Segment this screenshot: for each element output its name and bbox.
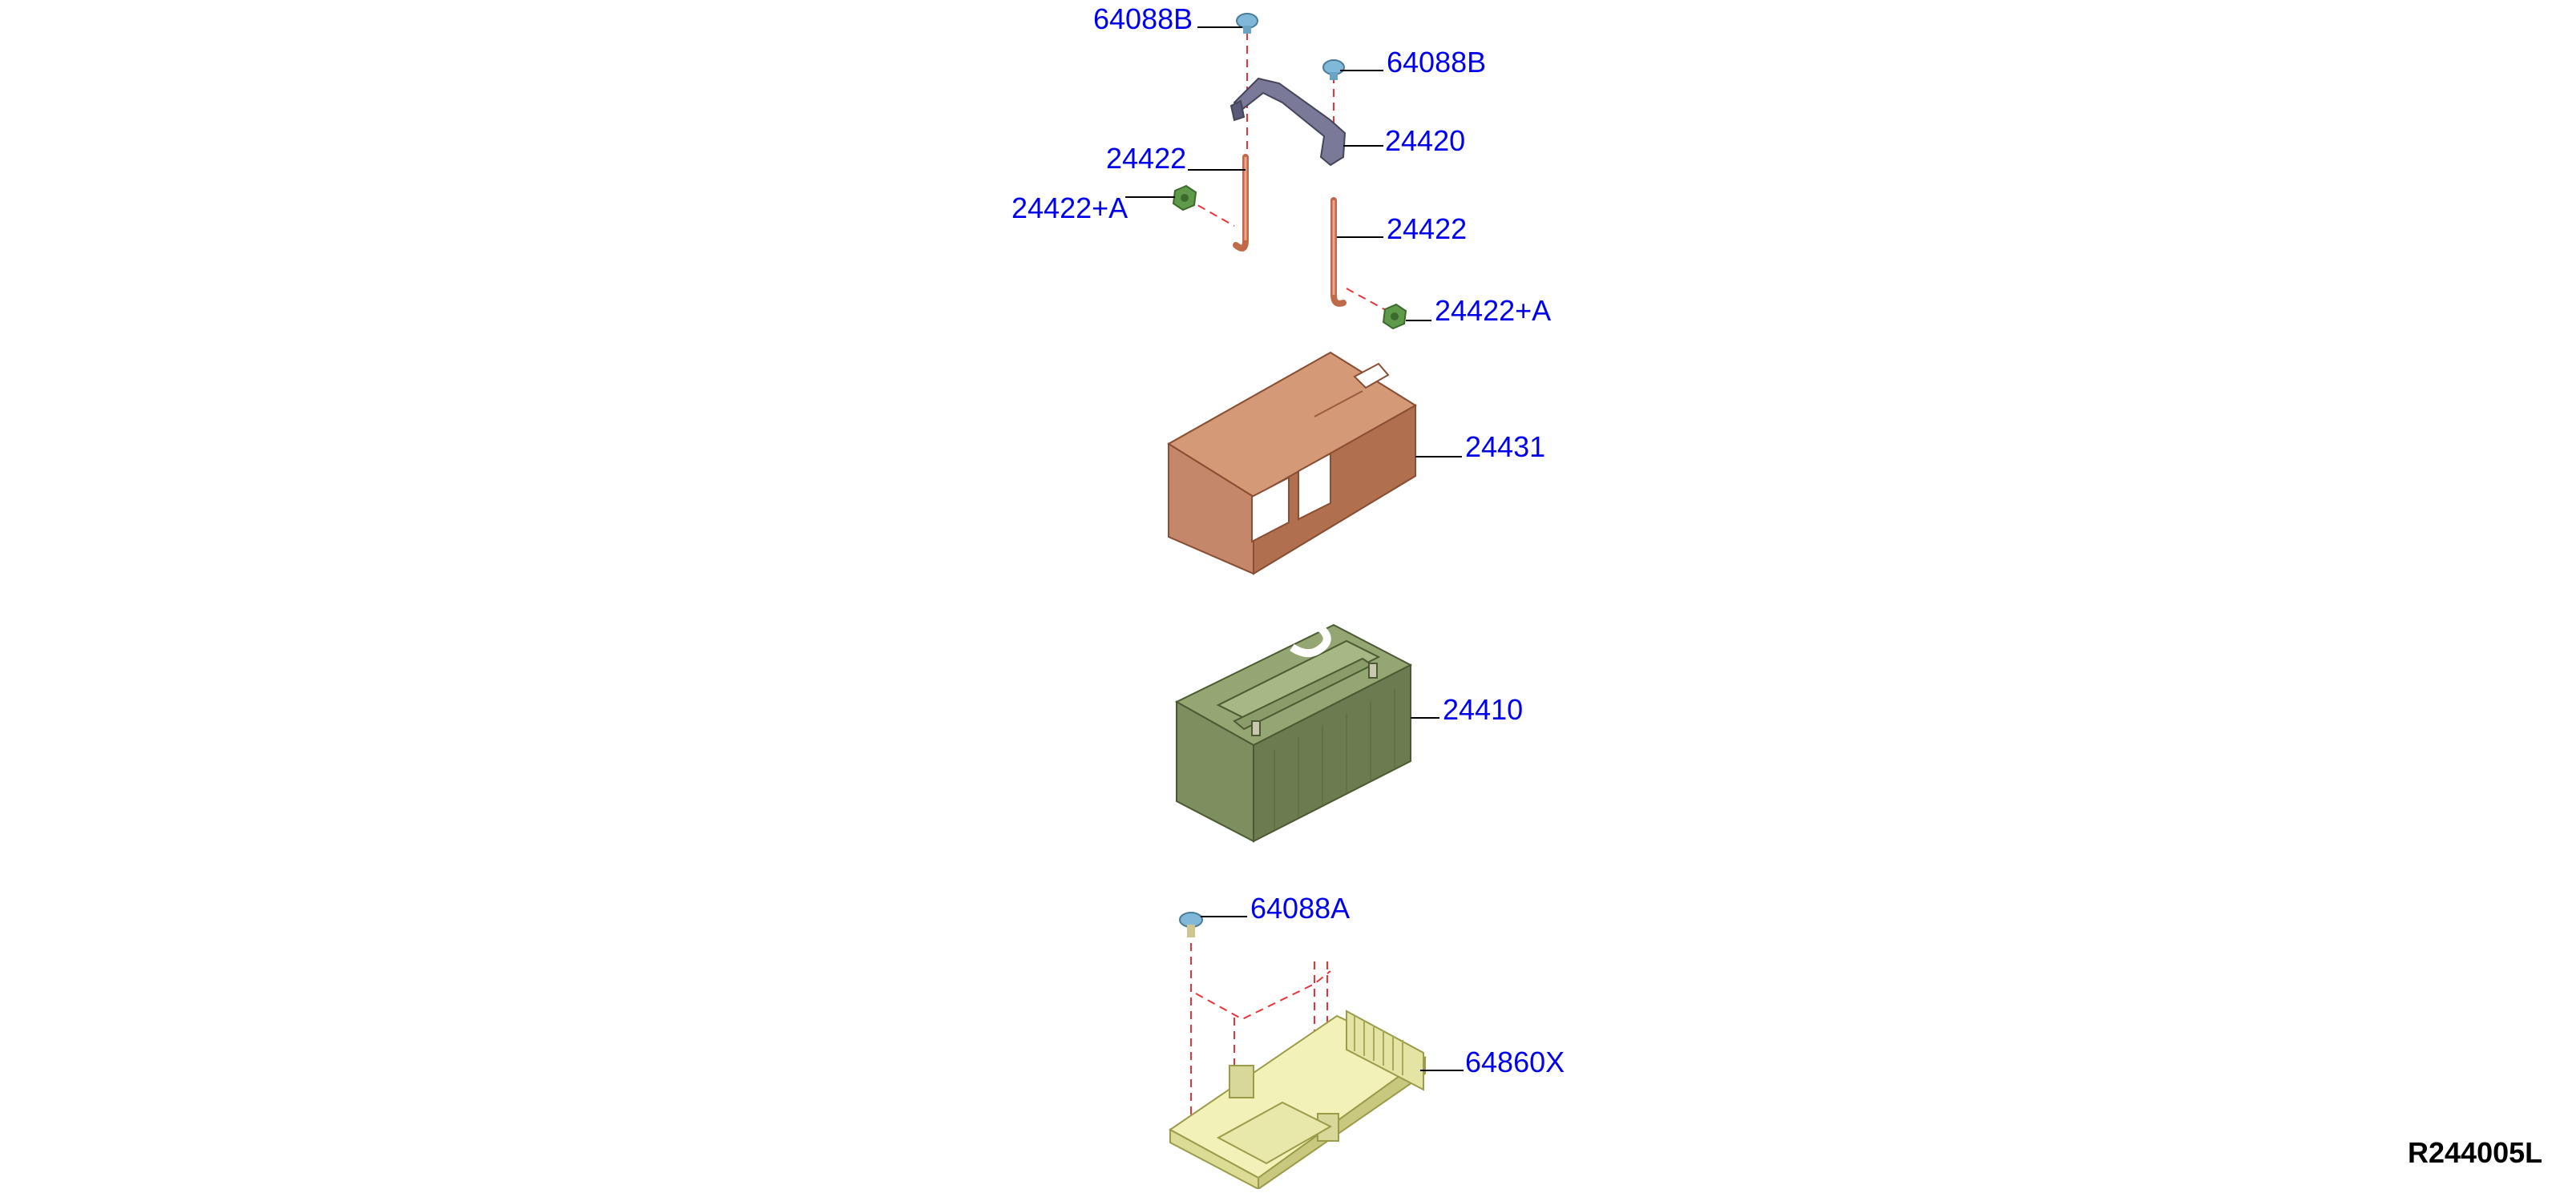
nut-24422a-right[interactable] [1382, 303, 1407, 330]
callout-24422-left[interactable]: 24422 [1106, 142, 1187, 175]
battery-insulator-24431[interactable] [1167, 351, 1417, 575]
bolt-64088b-right[interactable] [1322, 59, 1345, 80]
callout-24422a-left[interactable]: 24422+A [1011, 191, 1129, 224]
callout-24422-right[interactable]: 24422 [1387, 212, 1468, 245]
callout-24410[interactable]: 24410 [1443, 693, 1524, 726]
bolt-64088b-left[interactable] [1236, 13, 1258, 34]
battery-tray-64860x[interactable] [1169, 1010, 1427, 1191]
battery-24410[interactable] [1174, 620, 1413, 843]
nut-24422a-left[interactable] [1172, 184, 1197, 212]
callout-24420[interactable]: 24420 [1385, 124, 1466, 157]
callout-64860x[interactable]: 64860X [1465, 1046, 1565, 1078]
callout-24431[interactable]: 24431 [1465, 430, 1546, 463]
leader-lines [1125, 26, 1464, 1071]
callout-64088b-right[interactable]: 64088B [1387, 46, 1487, 79]
rod-24422-left[interactable] [1233, 154, 1249, 252]
rod-24422-right[interactable] [1330, 197, 1347, 307]
bolt-64088a[interactable] [1179, 912, 1203, 937]
assembly-lines [1185, 32, 1394, 1170]
callout-24422a-right[interactable]: 24422+A [1435, 294, 1552, 327]
diagram-id-label: R244005L [2408, 1136, 2543, 1169]
callout-64088a[interactable]: 64088A [1250, 892, 1351, 925]
callout-64088b-top[interactable]: 64088B [1093, 2, 1193, 35]
hold-down-bracket-24420[interactable] [1229, 77, 1347, 167]
